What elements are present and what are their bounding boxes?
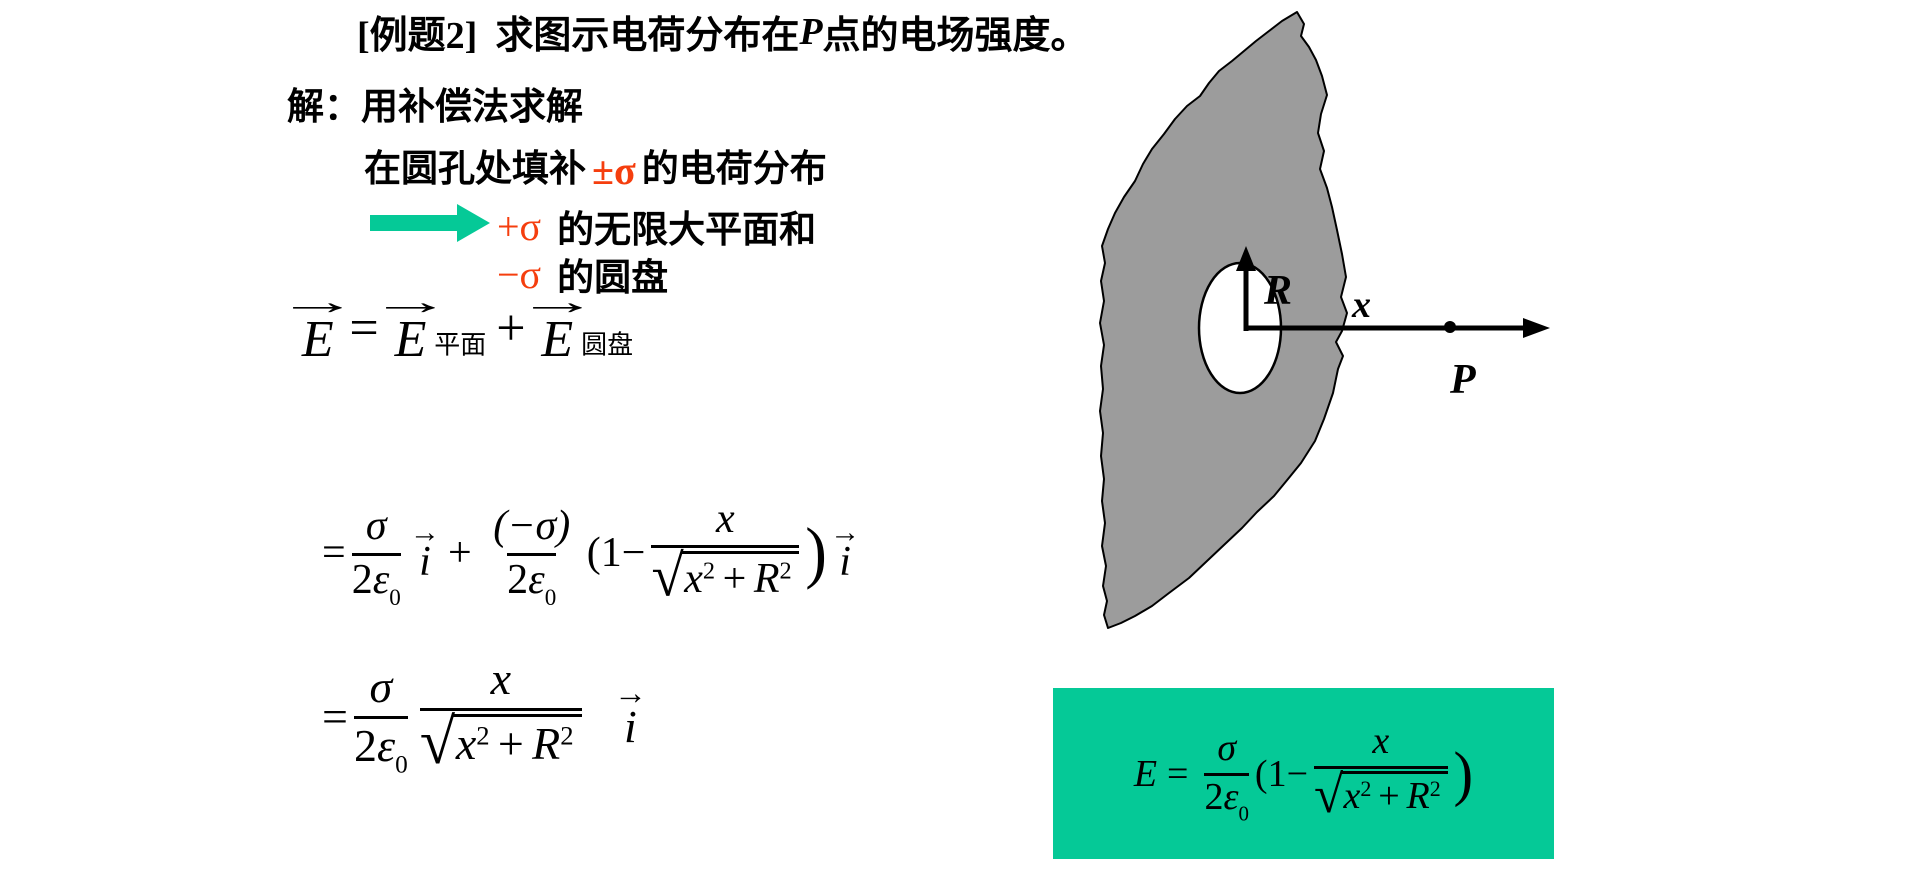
denominator: √ x2+R2 — [1314, 766, 1448, 824]
vector-i: → i — [409, 514, 441, 585]
E-symbol: E — [1133, 752, 1158, 795]
equals-sign: = — [322, 530, 346, 577]
superscript-two: 2 — [702, 557, 716, 585]
subscript-zero: 0 — [395, 750, 408, 779]
vector-E-disk: → E 圆盘 — [516, 282, 634, 369]
disk-text: 的圆盘 — [557, 258, 669, 299]
vector-E-plane: → E 平面 — [369, 282, 487, 369]
plus-sign: + — [1378, 775, 1400, 818]
equals-sign: = — [322, 691, 348, 743]
denominator: √ x2+R2 — [419, 705, 582, 778]
vector-E: → E — [276, 282, 359, 369]
plus-sign: + — [448, 530, 472, 577]
point-p-dot — [1444, 321, 1456, 333]
label-x: x — [1351, 284, 1371, 326]
plane-text: 的无限大平面和 — [557, 210, 817, 251]
plus-sign: + — [497, 718, 524, 770]
disk-line: −σ 的圆盘 — [497, 247, 668, 301]
subscript-zero: 0 — [389, 584, 401, 611]
vector-i: → i — [829, 514, 861, 585]
r-axis-arrowhead — [1236, 246, 1256, 271]
vector-E: → E — [516, 282, 599, 369]
superscript-two: 2 — [560, 720, 574, 751]
subscript-plane: 平面 — [434, 330, 487, 360]
solution-line: 解： 用补偿法求解 — [287, 76, 583, 130]
fraction-x-over-sqrt: x √ x2+R2 — [1314, 722, 1448, 824]
title-bracket: [例题2] — [357, 15, 478, 57]
equals-sign: = — [1167, 752, 1189, 795]
superscript-two: 2 — [1360, 776, 1372, 802]
radicand: x2+R2 — [453, 713, 582, 770]
arrow-body — [370, 215, 457, 231]
vector-i: → i — [613, 675, 647, 752]
title-line: [例题2] 求图示电荷分布在 P 点的电场强度。 — [357, 4, 1089, 59]
label-R: R — [1263, 268, 1292, 314]
arrow-head — [457, 204, 490, 242]
title-var-P: P — [799, 10, 823, 53]
plus-minus-sigma: ±σ — [592, 147, 636, 193]
x-axis-arrowhead — [1523, 318, 1550, 338]
vector-arrow: → — [276, 282, 359, 323]
fraction-x-over-sqrt: x √ x2+R2 — [419, 654, 582, 778]
radicand: x2+R2 — [1341, 771, 1448, 818]
plus-sign: + — [722, 556, 747, 603]
title-text-post: 点的电场强度。 — [822, 15, 1089, 57]
superscript-two: 2 — [1429, 776, 1441, 802]
solution-text: 用补偿法求解 — [361, 87, 583, 128]
diagram-charged-plane: R x P — [1099, 11, 1550, 629]
fill-pre: 在圆孔处填补 — [364, 149, 586, 190]
eq-superposition: → E = → E 平面 + → E 圆盘 — [276, 282, 634, 369]
fill-post: 的电荷分布 — [641, 149, 827, 190]
equals-sign: = — [349, 299, 379, 357]
implies-arrow-icon — [370, 204, 490, 242]
superscript-two: 2 — [779, 557, 792, 585]
plane-line: +σ 的无限大平面和 — [497, 199, 816, 253]
vector-E: → E — [369, 282, 452, 369]
plus-sigma: +σ — [497, 203, 542, 249]
title-text-pre: 求图示电荷分布在 — [495, 15, 800, 57]
fill-line: 在圆孔处填补 ±σ 的电荷分布 — [364, 138, 827, 193]
solution-label: 解： — [287, 87, 361, 128]
plus-sign: + — [496, 299, 526, 357]
vector-arrow: → — [516, 282, 599, 323]
denominator: √ x2+R2 — [651, 543, 800, 609]
vector-arrow: → — [369, 282, 452, 323]
radicand: x2+R2 — [681, 550, 800, 603]
radical-sign: √ — [651, 543, 684, 609]
radical-sign: √ — [419, 705, 456, 777]
open-paren-one-minus: (1− — [586, 530, 646, 577]
label-P: P — [1449, 357, 1476, 403]
subscript-zero: 0 — [544, 584, 557, 611]
subscript-zero: 0 — [1238, 801, 1249, 826]
subscript-disk: 圆盘 — [581, 330, 634, 360]
fraction-x-over-sqrt: x √ x2+R2 — [651, 497, 800, 610]
radical-sign: √ — [1314, 765, 1344, 825]
open-paren-one-minus: (1− — [1254, 752, 1309, 795]
minus-sigma: −σ — [497, 251, 542, 297]
superscript-two: 2 — [476, 720, 490, 751]
